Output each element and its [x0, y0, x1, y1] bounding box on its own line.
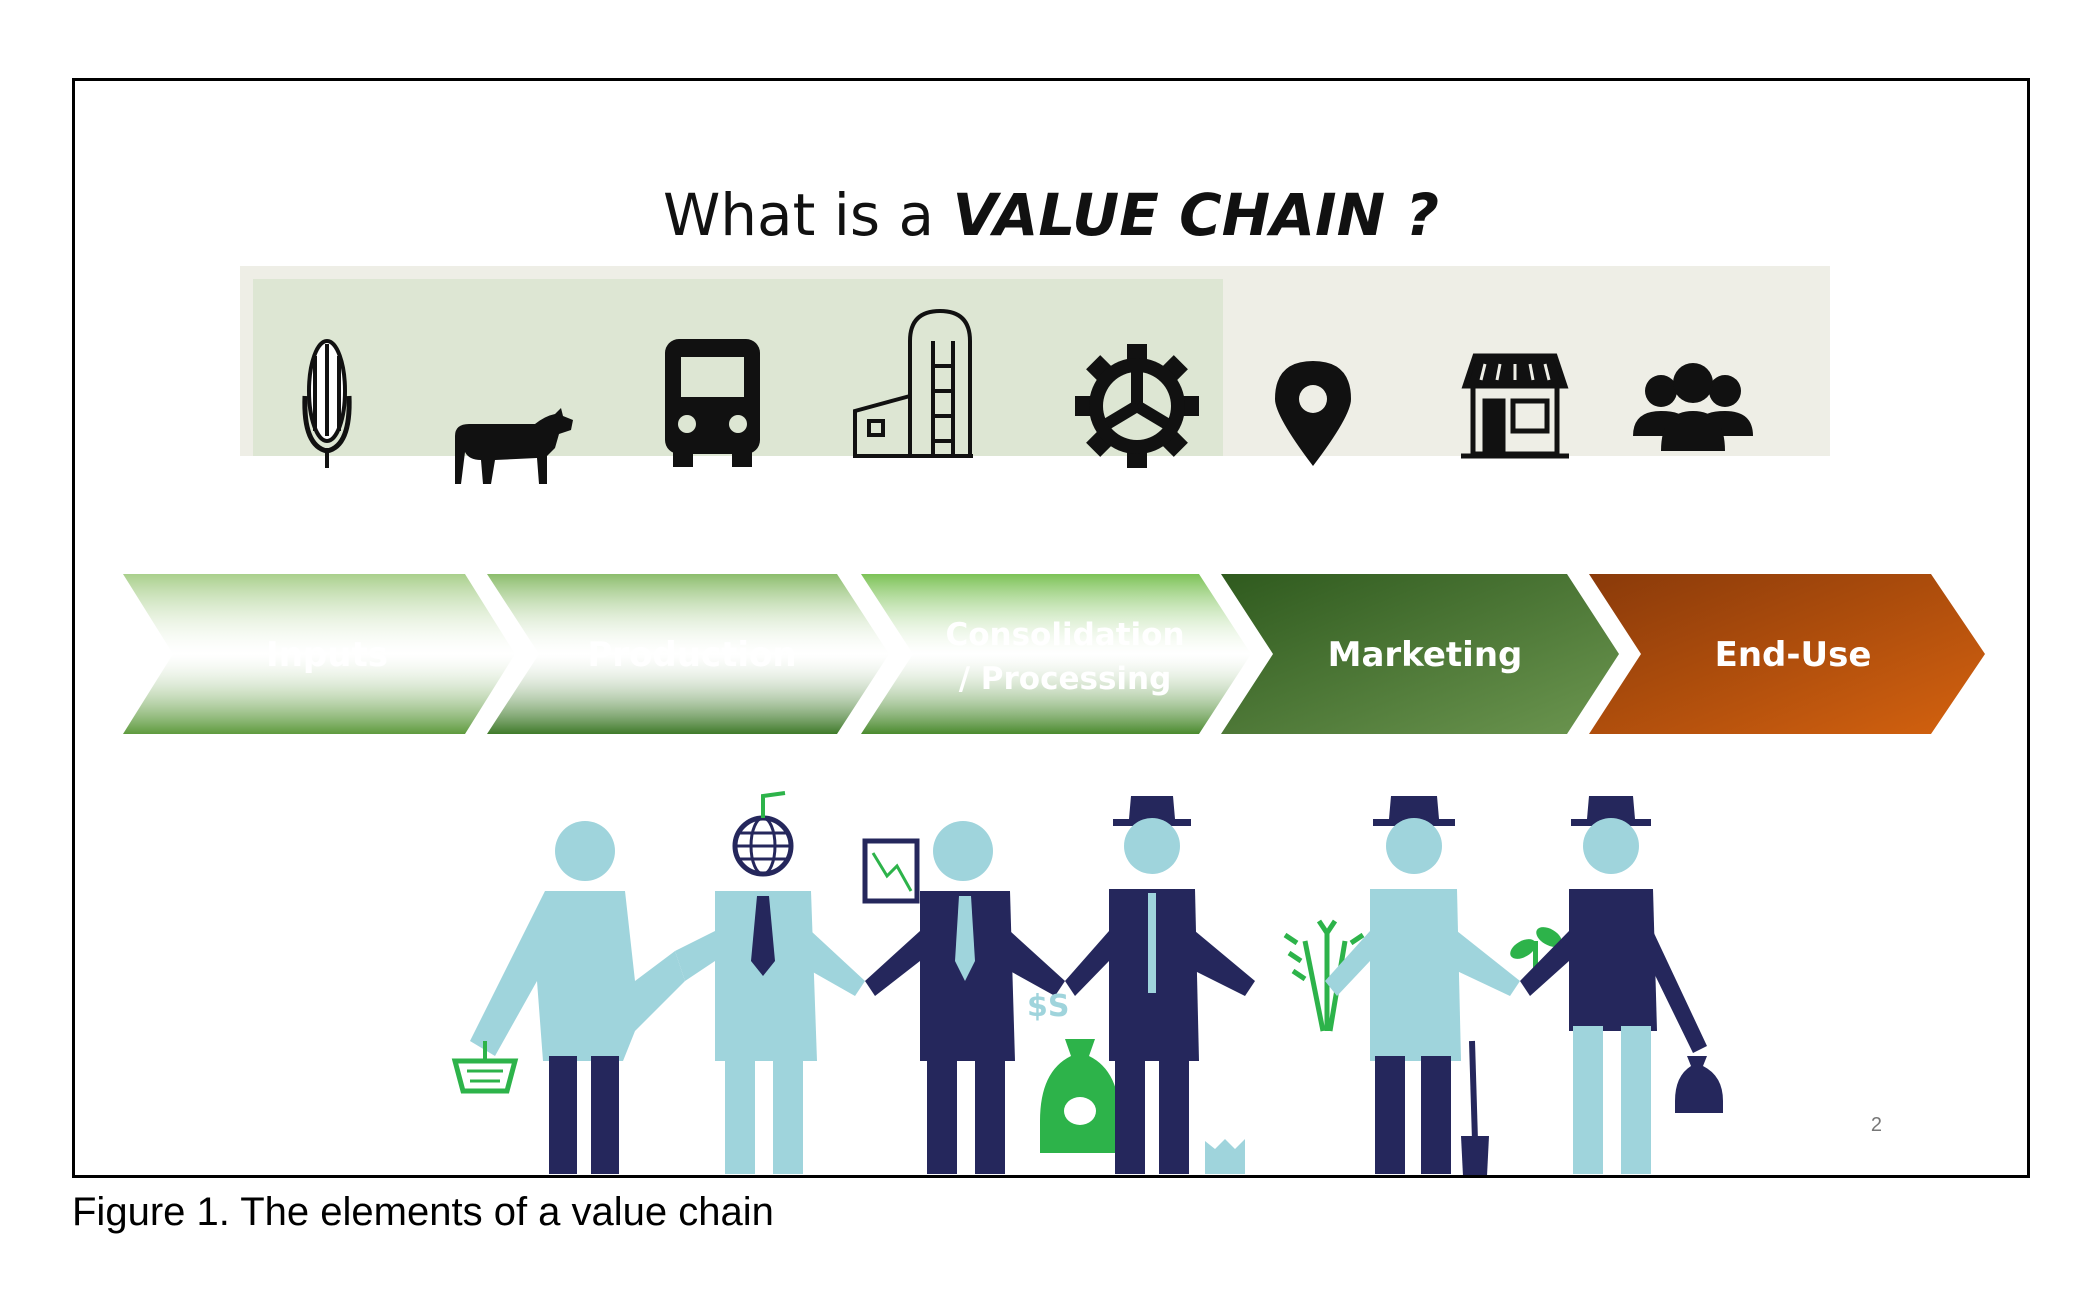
corn-icon: [302, 339, 352, 468]
stage-label-processing: / Processing: [959, 661, 1172, 697]
store-icon: [1461, 353, 1569, 459]
title-plain: What is a: [662, 181, 953, 249]
people-group-icon: [1633, 363, 1753, 451]
svg-text:$S: $S: [1027, 989, 1069, 1024]
stage-label-production: Production: [587, 635, 796, 675]
person-buyer: [451, 821, 685, 1174]
title-emphasis: VALUE CHAIN ?: [952, 181, 1440, 249]
slide-title: What is a VALUE CHAIN ?: [75, 181, 2027, 249]
chevron-marketing: Marketing: [1221, 574, 1619, 734]
stage-label-inputs: Inputs: [266, 635, 388, 675]
location-pin-icon: [1275, 361, 1351, 466]
gear-icon: [1075, 344, 1199, 468]
value-chain-diagram: Inputs Production Consolidation / Proces…: [123, 266, 1985, 1175]
stage-label-end-use: End-Use: [1715, 635, 1872, 675]
chevron-consolidation-processing: Consolidation / Processing: [861, 574, 1251, 734]
slide: What is a VALUE CHAIN ?: [72, 78, 2030, 1178]
person-grower: [1520, 796, 1723, 1174]
chevron-production: Production: [487, 574, 889, 734]
person-global: [675, 791, 865, 1174]
cow-icon: [455, 408, 573, 484]
truck-icon: [665, 339, 760, 467]
figure-caption: Figure 1. The elements of a value chain: [72, 1190, 774, 1234]
stage-label-marketing: Marketing: [1328, 635, 1523, 675]
money-bag-icon: $S: [1027, 989, 1120, 1153]
person-analyst: [862, 821, 1065, 1174]
person-trader: [1065, 796, 1255, 1174]
chevron-inputs: Inputs: [123, 574, 515, 734]
value-chain-people-illustration: $S: [451, 791, 1723, 1175]
stage-label-consolidation: Consolidation: [945, 617, 1184, 653]
person-farmer: [1325, 796, 1520, 1175]
page-number: 2: [1870, 1114, 1882, 1136]
sprout-icon: [1510, 927, 1562, 981]
silo-icon: [853, 308, 973, 458]
chevron-end-use: End-Use: [1589, 574, 1985, 734]
